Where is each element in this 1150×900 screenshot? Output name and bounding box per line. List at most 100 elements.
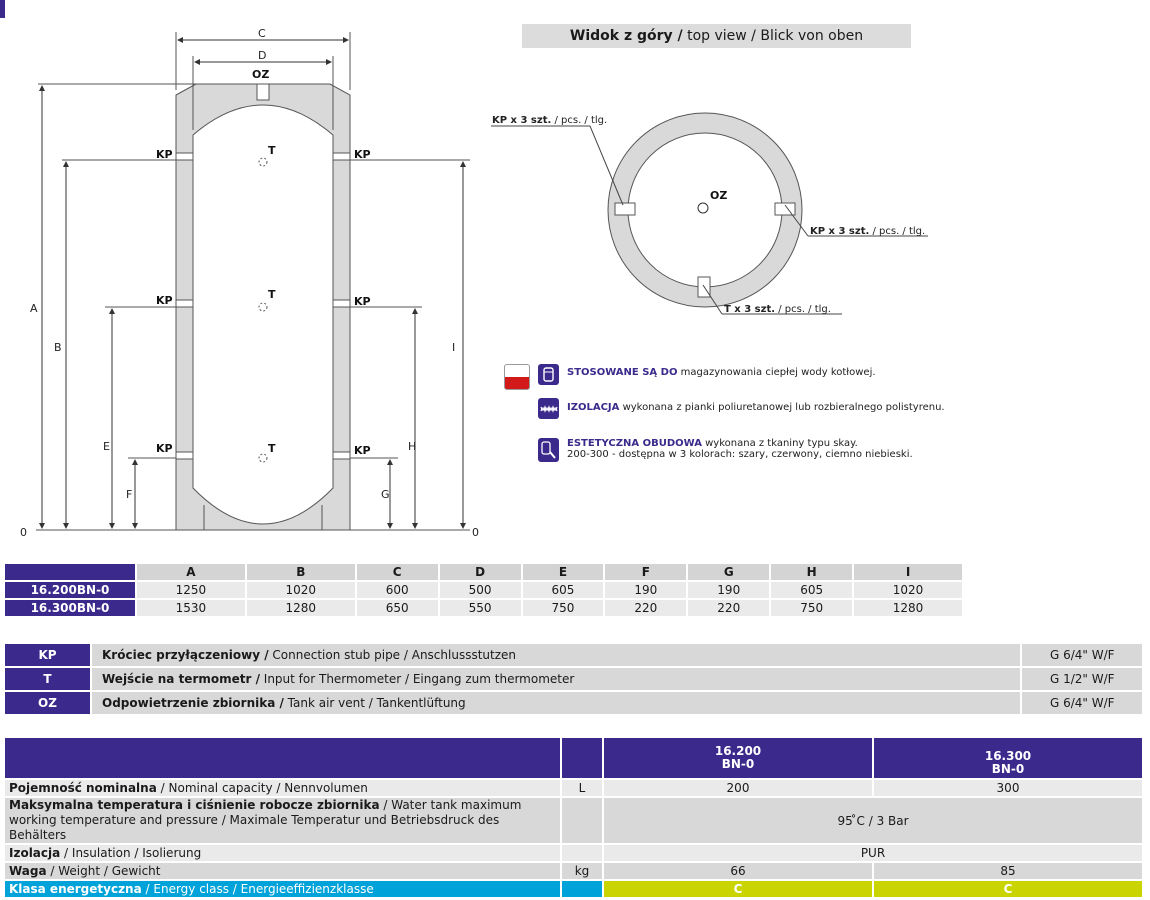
spec-value: PUR <box>604 845 1142 861</box>
spec-value: 66 <box>604 863 872 879</box>
connection-size: G 6/4" W/F <box>1022 692 1142 714</box>
dim-label-h: H <box>408 440 416 453</box>
dim-cell: 190 <box>688 582 770 598</box>
dim-header-a: A <box>137 564 245 580</box>
dim-header-i: I <box>854 564 962 580</box>
label-t-top: T <box>268 144 276 157</box>
dim-cell: 750 <box>771 600 853 616</box>
spec-label-weight: Waga / Weight / Gewicht <box>5 863 560 879</box>
connection-size: G 1/2" W/F <box>1022 668 1142 690</box>
spec-unit: L <box>562 780 602 796</box>
dim-label-e: E <box>103 440 110 453</box>
dim-cell: 1280 <box>854 600 962 616</box>
connections-table: KP Króciec przyłączeniowy / Connection s… <box>3 642 1144 716</box>
dim-cell: 605 <box>771 582 853 598</box>
spec-label-energy-class: Klasa energetyczna / Energy class / Ener… <box>5 881 560 897</box>
dim-cell: 1020 <box>246 582 355 598</box>
dim-cell: 1250 <box>137 582 245 598</box>
tank-top-view: OZ KP x 3 szt. / pcs. / tlg. KP x 3 szt.… <box>491 112 928 315</box>
connection-code: KP <box>5 644 90 666</box>
dim-header-h: H <box>771 564 853 580</box>
technical-drawing: C D A B E F G H I 0 0 OZ KP KP KP KP KP … <box>20 27 928 539</box>
label-kp-left-mid: KP <box>156 294 173 307</box>
spec-value: 200 <box>604 780 872 796</box>
connection-size: G 6/4" W/F <box>1022 644 1142 666</box>
label-t-bot: T <box>268 442 276 455</box>
spec-value: 95 ̊C / 3 Bar <box>604 798 1142 843</box>
connection-code: OZ <box>5 692 90 714</box>
dim-label-d: D <box>258 49 266 62</box>
tank-side-view <box>175 83 351 531</box>
connection-description: Wejście na termometr / Input for Thermom… <box>92 668 1020 690</box>
zero-right: 0 <box>472 526 479 539</box>
energy-class-value: C <box>604 881 872 897</box>
dim-cell: 1530 <box>137 600 245 616</box>
table-row: Pojemność nominalna / Nominal capacity /… <box>5 780 1142 796</box>
dim-cell: 550 <box>439 600 521 616</box>
dim-cell: 500 <box>439 582 521 598</box>
dim-cell: 1020 <box>854 582 962 598</box>
tank-icon <box>538 364 559 385</box>
info-casing: ESTETYCZNA OBUDOWA wykonana z tkaniny ty… <box>567 438 913 460</box>
topview-kp-right-label: KP x 3 szt. / pcs. / tlg. <box>810 226 925 237</box>
spec-value: 85 <box>874 863 1142 879</box>
casing-icon <box>538 438 559 462</box>
info-usage: STOSOWANE SĄ DO magazynowania ciepłej wo… <box>567 367 876 378</box>
label-kp-left-top: KP <box>156 148 173 161</box>
label-t-mid: T <box>268 288 276 301</box>
dimensions-table: A B C D E F G H I 16.200BN-0 1250 1020 6… <box>3 562 964 618</box>
dim-header-c: C <box>356 564 438 580</box>
topview-title: Widok z góry / top view / Blick von oben <box>522 24 911 48</box>
table-row: Izolacja / Insulation / Isolierung PUR <box>5 845 1142 861</box>
dim-header-b: B <box>246 564 355 580</box>
spec-label-max-temperature: Maksymalna temperatura i ciśnienie roboc… <box>5 798 560 843</box>
label-oz: OZ <box>252 68 269 81</box>
dim-label-b: B <box>54 341 62 354</box>
dim-cell: 1280 <box>246 600 355 616</box>
dim-cell: 750 <box>522 600 604 616</box>
topview-kp-left-label: KP x 3 szt. / pcs. / tlg. <box>492 115 607 126</box>
dim-cell: 220 <box>688 600 770 616</box>
table-row: Maksymalna temperatura i ciśnienie roboc… <box>5 798 1142 843</box>
table-row: Waga / Weight / Gewicht kg 66 85 <box>5 863 1142 879</box>
table-row: Klasa energetyczna / Energy class / Ener… <box>5 881 1142 897</box>
spec-label-capacity: Pojemność nominalna / Nominal capacity /… <box>5 780 560 796</box>
label-kp-right-mid: KP <box>354 295 371 308</box>
table-row: 16.200BN-0 1250 1020 600 500 605 190 190… <box>5 582 962 598</box>
dim-header-f: F <box>605 564 687 580</box>
dim-cell: 650 <box>356 600 438 616</box>
dim-label-g: G <box>381 488 390 501</box>
connection-code: T <box>5 668 90 690</box>
label-kp-left-bot: KP <box>156 442 173 455</box>
dim-header-e: E <box>522 564 604 580</box>
info-insulation: IZOLACJA wykonana z pianki poliuretanowe… <box>567 402 945 413</box>
color-swatch-icon <box>504 364 530 390</box>
connection-description: Króciec przyłączeniowy / Connection stub… <box>92 644 1020 666</box>
dim-cell: 605 <box>522 582 604 598</box>
dim-header-d: D <box>439 564 521 580</box>
connection-description: Odpowietrzenie zbiornika / Tank air vent… <box>92 692 1020 714</box>
table-row: OZ Odpowietrzenie zbiornika / Tank air v… <box>5 692 1142 714</box>
dim-header-g: G <box>688 564 770 580</box>
table-row: KP Króciec przyłączeniowy / Connection s… <box>5 644 1142 666</box>
label-kp-right-top: KP <box>354 148 371 161</box>
corner-accent <box>0 0 5 18</box>
spec-value: 300 <box>874 780 1142 796</box>
energy-class-value: C <box>874 881 1142 897</box>
table-row: 16.300BN-0 1530 1280 650 550 750 220 220… <box>5 600 962 616</box>
spec-label-insulation: Izolacja / Insulation / Isolierung <box>5 845 560 861</box>
dim-cell: 220 <box>605 600 687 616</box>
label-kp-right-bot: KP <box>354 444 371 457</box>
insulation-icon <box>538 398 559 419</box>
topview-oz-label: OZ <box>710 189 727 202</box>
dim-cell: 190 <box>605 582 687 598</box>
dim-label-a: A <box>30 302 38 315</box>
model-name: 16.300BN-0 <box>5 600 135 616</box>
spec-unit: kg <box>562 863 602 879</box>
zero-left: 0 <box>20 526 27 539</box>
table-row: T Wejście na termometr / Input for Therm… <box>5 668 1142 690</box>
dim-label-c: C <box>258 27 266 40</box>
